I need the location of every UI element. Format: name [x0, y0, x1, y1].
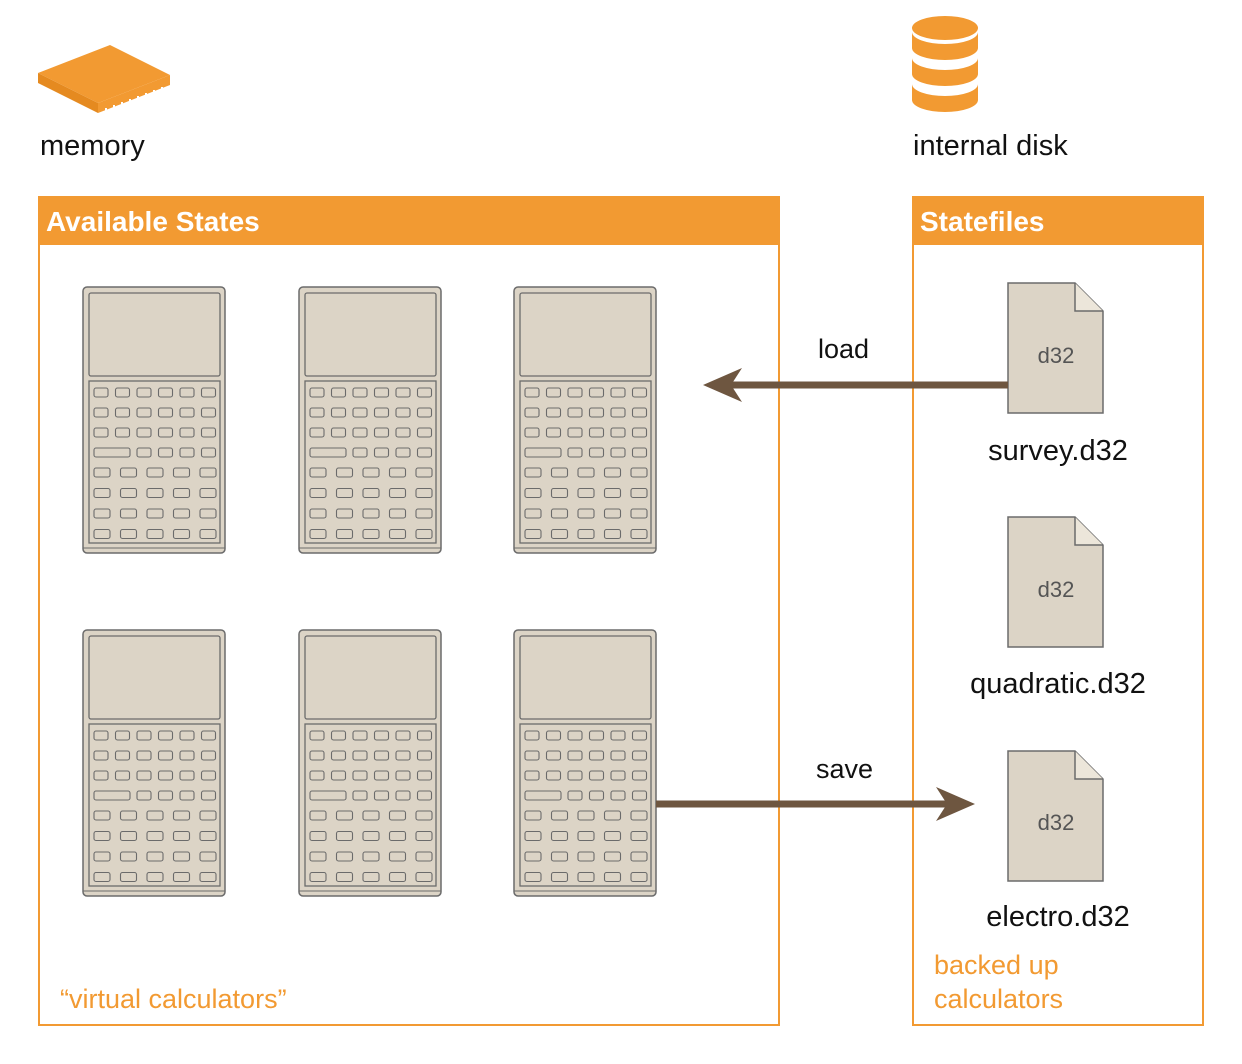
file-ext-label: d32 — [1037, 577, 1075, 602]
file-name-quadratic[interactable]: quadratic.d32 — [970, 668, 1146, 700]
calculator-icon — [82, 286, 226, 554]
backed-up-note-line2: calculators — [934, 984, 1064, 1014]
calculator-icon — [298, 629, 442, 897]
available-states-panel: Available States “virtual calculators” — [38, 196, 780, 1026]
document-icon — [1007, 750, 1104, 882]
database-icon — [912, 16, 978, 112]
internal-disk-label: internal disk — [913, 130, 1068, 162]
document-icon — [1007, 516, 1104, 648]
calculator-icon — [298, 286, 442, 554]
available-states-title: Available States — [40, 198, 778, 245]
memory-chip-icon — [38, 45, 170, 113]
file-name-survey[interactable]: survey.d32 — [988, 435, 1128, 467]
backed-up-note-line1: backed up — [934, 950, 1059, 980]
calculator-icon — [513, 629, 657, 897]
memory-label: memory — [40, 130, 145, 162]
statefiles-title: Statefiles — [914, 198, 1202, 245]
statefiles-panel: Statefiles backed up calculators — [912, 196, 1204, 1026]
calculator-icon — [82, 629, 226, 897]
document-icon — [1007, 282, 1104, 414]
virtual-calculators-note: “virtual calculators” — [60, 984, 287, 1014]
file-ext-label: d32 — [1037, 343, 1075, 368]
calculator-icon — [513, 286, 657, 554]
save-label: save — [816, 754, 874, 784]
file-ext-label: d32 — [1037, 810, 1075, 835]
file-name-electro[interactable]: electro.d32 — [986, 901, 1130, 933]
load-label: load — [818, 334, 870, 364]
